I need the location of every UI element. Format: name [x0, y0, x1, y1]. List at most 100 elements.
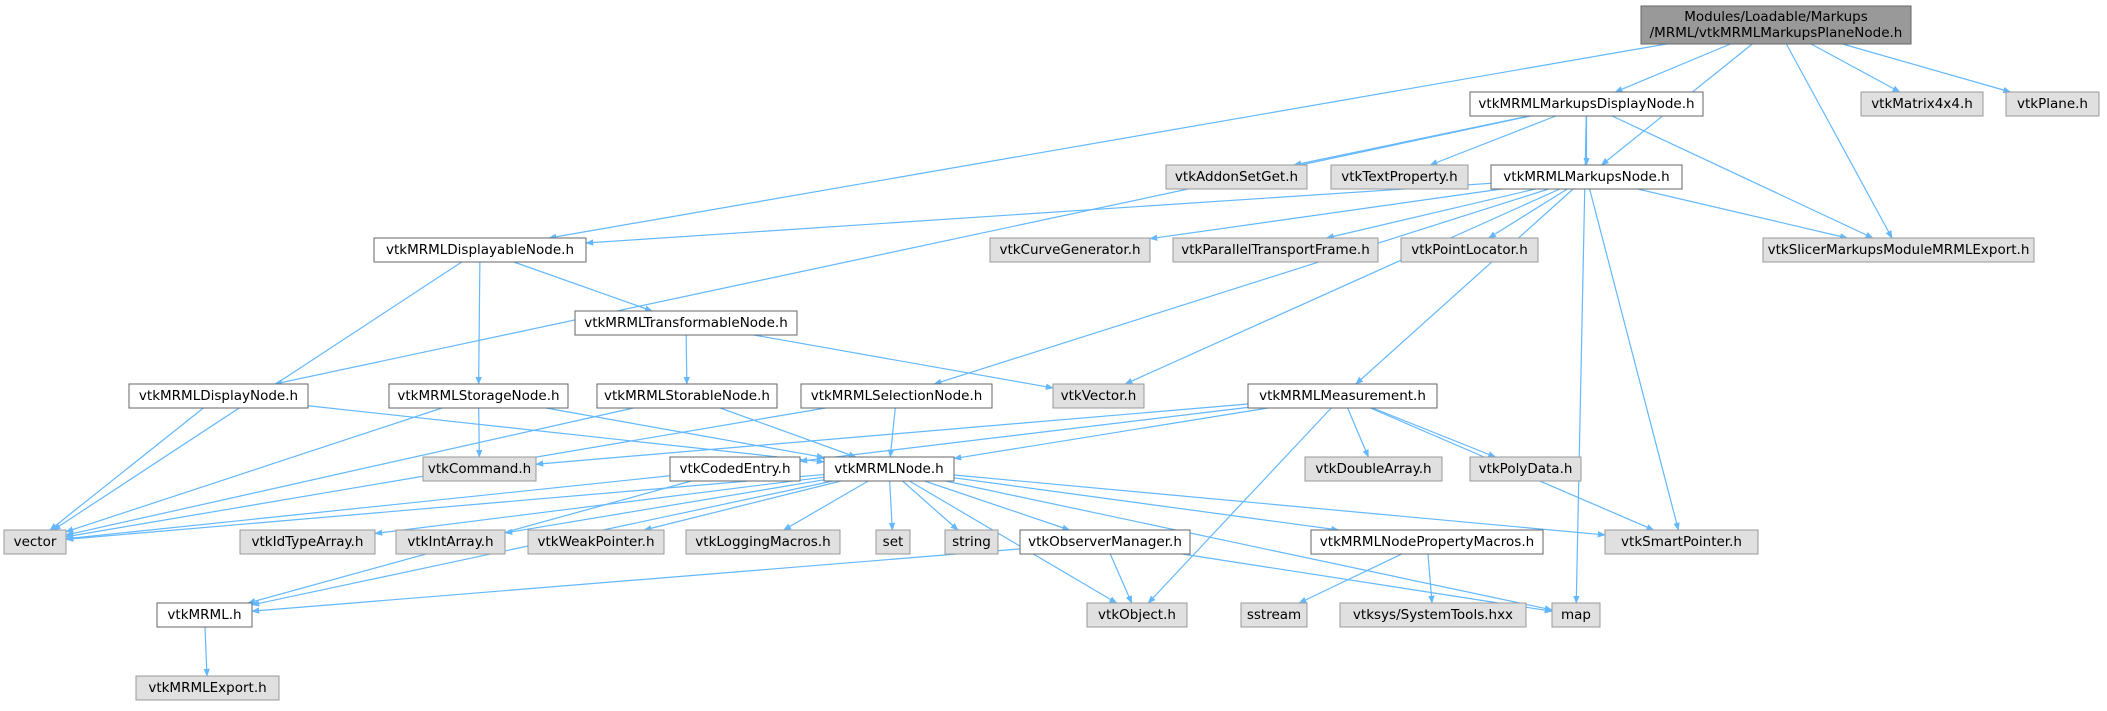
nodes-layer: Modules/Loadable/Markups/MRML/vtkMRMLMar…: [3, 5, 2100, 701]
node-box-displayablenode: [373, 237, 587, 263]
edge-measurement-to-polydata: [1372, 407, 1497, 458]
node-pointlocator: vtkPointLocator.h: [1400, 237, 1539, 263]
edge-markupsdisplaynode-to-displaynode: [273, 115, 1531, 386]
node-box-storagenode: [388, 383, 569, 409]
node-box-vector: [3, 529, 67, 555]
node-observermanager[interactable]: vtkObserverManager.h: [1019, 529, 1191, 555]
node-smartpointer: vtkSmartPointer.h: [1604, 529, 1759, 555]
node-box-markupsdisplaynode: [1469, 91, 1704, 117]
node-vtkmrml[interactable]: vtkMRML.h: [156, 602, 253, 628]
node-vector: vector: [3, 529, 67, 555]
edge-markupsnode-to-pointlocator: [1488, 188, 1568, 239]
edge-displayablenode-to-transformablenode: [513, 261, 653, 312]
edge-root-to-matrix4x4: [1810, 43, 1901, 93]
node-label-map: map: [1561, 607, 1591, 623]
node-loggingmacros: vtkLoggingMacros.h: [685, 529, 841, 555]
node-box-root: [1640, 5, 1912, 45]
node-box-systemtools: [1339, 602, 1527, 628]
node-box-doublearray: [1304, 456, 1443, 482]
edge-markupsnode-to-displayablenode: [585, 182, 1492, 246]
node-systemtools: vtksys/SystemTools.hxx: [1339, 602, 1527, 628]
node-vtkobject: vtkObject.h: [1086, 602, 1188, 628]
edge-mrmlnode-to-string: [902, 480, 959, 531]
edge-markupsdisplaynode-to-textproperty: [1429, 115, 1556, 166]
node-label-root-1: /MRML/vtkMRMLMarkupsPlaneNode.h: [1650, 25, 1903, 41]
node-vtkcommand: vtkCommand.h: [422, 456, 537, 482]
node-paralleltransport: vtkParallelTransportFrame.h: [1172, 237, 1379, 263]
node-label-systemtools: vtksys/SystemTools.hxx: [1353, 607, 1513, 623]
edge-markupsnode-to-measurement: [1355, 188, 1574, 385]
node-box-slicermarkupsexport: [1762, 237, 2035, 263]
node-label-loggingmacros: vtkLoggingMacros.h: [695, 534, 830, 550]
node-set: set: [875, 529, 911, 555]
edge-mrmlnode-to-vtkobject: [909, 480, 1118, 604]
node-label-slicermarkupsexport: vtkSlicerMarkupsModuleMRMLExport.h: [1768, 242, 2030, 258]
node-mrmlnode[interactable]: vtkMRMLNode.h: [823, 456, 955, 482]
node-sstream: sstream: [1240, 602, 1308, 628]
node-displayablenode[interactable]: vtkMRMLDisplayableNode.h: [373, 237, 587, 263]
edge-mrmlnode-to-map: [945, 480, 1553, 612]
node-markupsnode[interactable]: vtkMRMLMarkupsNode.h: [1490, 164, 1683, 190]
node-box-paralleltransport: [1172, 237, 1379, 263]
edge-root-to-markupsdisplaynode: [1614, 43, 1731, 93]
node-label-polydata: vtkPolyData.h: [1479, 461, 1573, 477]
node-label-curvegenerator: vtkCurveGenerator.h: [999, 242, 1140, 258]
node-box-observermanager: [1019, 529, 1191, 555]
node-label-vtkobject: vtkObject.h: [1098, 607, 1176, 623]
node-box-displaynode: [128, 383, 309, 409]
node-box-nodepropertymacros: [1310, 529, 1544, 555]
edge-measurement-to-codedentry: [799, 406, 1249, 464]
node-storagenode[interactable]: vtkMRMLStorageNode.h: [388, 383, 569, 409]
node-label-pointlocator: vtkPointLocator.h: [1411, 242, 1528, 258]
edge-mrmlnode-to-weakpointer: [643, 480, 841, 532]
node-mrmlexport: vtkMRMLExport.h: [135, 675, 280, 701]
edge-mrmlnode-to-intarray: [504, 479, 825, 535]
node-transformablenode[interactable]: vtkMRMLTransformableNode.h: [574, 310, 798, 336]
edge-markupsnode-to-curvegenerator: [1149, 188, 1502, 241]
edge-markupsnode-to-slicermarkupsexport: [1637, 188, 1848, 240]
edge-root-to-slicermarkupsexport: [1785, 43, 1893, 239]
edge-storagenode-to-vtkcommand: [476, 407, 483, 458]
node-label-markupsdisplaynode: vtkMRMLMarkupsDisplayNode.h: [1478, 96, 1694, 112]
node-plane: vtkPlane.h: [2005, 91, 2100, 117]
node-markupsdisplaynode[interactable]: vtkMRMLMarkupsDisplayNode.h: [1469, 91, 1704, 117]
edge-mrmlnode-to-observermanager: [924, 480, 1071, 531]
edge-mrmlnode-to-nodepropertymacros: [953, 477, 1340, 533]
node-nodepropertymacros[interactable]: vtkMRMLNodePropertyMacros.h: [1310, 529, 1544, 555]
edge-markupsnode-to-vtkvector: [1124, 188, 1561, 385]
node-idtypearray: vtkIdTypeArray.h: [239, 529, 376, 555]
node-label-doublearray: vtkDoubleArray.h: [1315, 461, 1431, 477]
node-label-nodepropertymacros: vtkMRMLNodePropertyMacros.h: [1320, 534, 1534, 550]
node-box-polydata: [1469, 456, 1582, 482]
node-codedentry[interactable]: vtkCodedEntry.h: [669, 456, 801, 482]
edge-observermanager-to-map: [1182, 553, 1553, 614]
node-label-codedentry: vtkCodedEntry.h: [679, 461, 790, 477]
node-label-markupsnode: vtkMRMLMarkupsNode.h: [1503, 169, 1669, 185]
node-box-map: [1551, 602, 1601, 628]
node-box-markupsnode: [1490, 164, 1683, 190]
node-box-intarray: [395, 529, 506, 555]
node-box-loggingmacros: [685, 529, 841, 555]
node-root[interactable]: Modules/Loadable/Markups/MRML/vtkMRMLMar…: [1640, 5, 1912, 45]
node-label-intarray: vtkIntArray.h: [407, 534, 493, 550]
node-box-measurement: [1247, 383, 1438, 409]
edge-mrmlnode-to-loggingmacros: [783, 480, 869, 531]
node-box-transformablenode: [574, 310, 798, 336]
edge-markupsdisplaynode-to-map: [1573, 115, 1587, 604]
edge-selectionnode-to-mrmlnode: [887, 407, 896, 458]
edge-observermanager-to-vtkobject: [1109, 553, 1133, 604]
node-label-observermanager: vtkObserverManager.h: [1028, 534, 1182, 550]
node-string: string: [944, 529, 999, 555]
node-measurement[interactable]: vtkMRMLMeasurement.h: [1247, 383, 1438, 409]
edge-root-to-displayablenode: [548, 43, 1667, 240]
node-box-mrmlnode: [823, 456, 955, 482]
node-storablenode[interactable]: vtkMRMLStorableNode.h: [596, 383, 778, 409]
node-slicermarkupsexport: vtkSlicerMarkupsModuleMRMLExport.h: [1762, 237, 2035, 263]
node-box-curvegenerator: [989, 237, 1151, 263]
node-displaynode[interactable]: vtkMRMLDisplayNode.h: [128, 383, 309, 409]
edge-storagenode-to-mrmlnode: [545, 407, 825, 460]
node-label-idtypearray: vtkIdTypeArray.h: [252, 534, 364, 550]
node-selectionnode[interactable]: vtkMRMLSelectionNode.h: [800, 383, 993, 409]
node-box-vtkvector: [1052, 383, 1145, 409]
node-label-vtkcommand: vtkCommand.h: [428, 461, 531, 477]
